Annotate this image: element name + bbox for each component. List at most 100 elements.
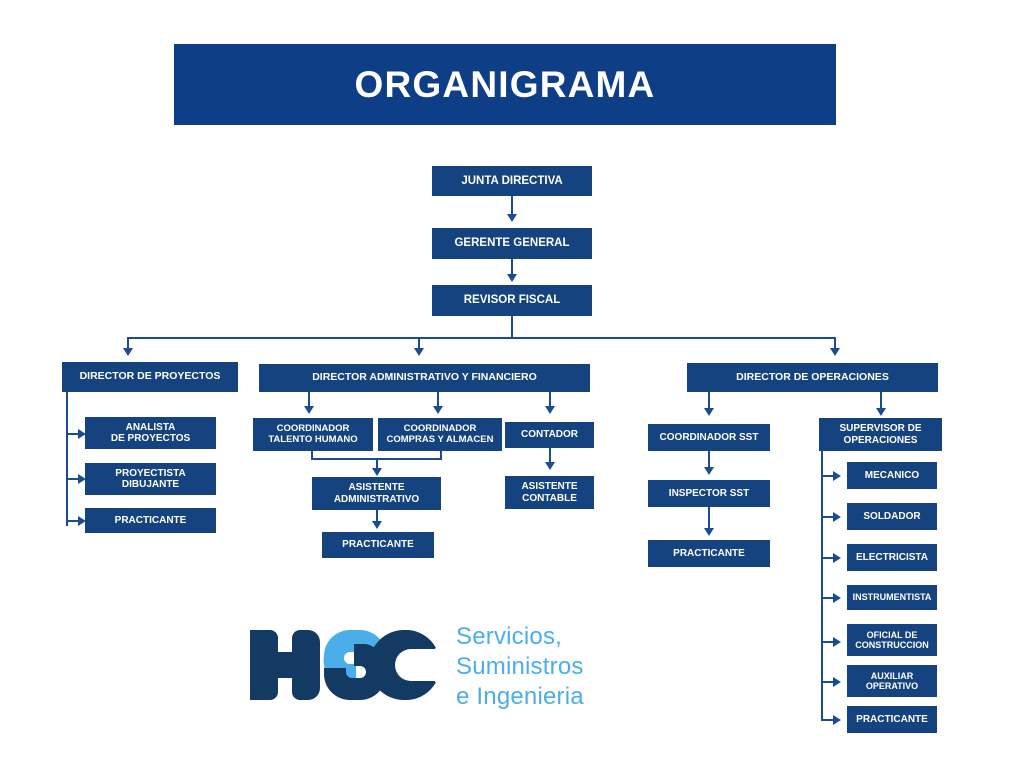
connector-proyectos-spine	[66, 392, 68, 526]
node-label-line2: CONTABLE	[522, 492, 577, 504]
connector-contador-to-asistente	[549, 448, 551, 465]
node-label-line2: DE PROYECTOS	[110, 433, 191, 444]
connector-bus-to-proyectos	[127, 337, 129, 350]
arrowhead-down	[704, 528, 714, 536]
connector-to-analista	[66, 433, 80, 435]
node-practicante-administrativo[interactable]: PRACTICANTE	[322, 532, 434, 558]
node-coordinador-talento-humano[interactable]: COORDINADOR TALENTO HUMANO	[253, 418, 373, 451]
node-label: GERENTE GENERAL	[454, 237, 570, 250]
connector-to-mecanico	[821, 475, 835, 477]
connector-bus-to-admin	[418, 337, 420, 350]
connector-to-electricista	[821, 557, 835, 559]
node-inspector-sst[interactable]: INSPECTOR SST	[648, 480, 770, 507]
node-practicante-sst[interactable]: PRACTICANTE	[648, 540, 770, 567]
node-asistente-contable[interactable]: ASISTENTE CONTABLE	[505, 476, 594, 509]
node-coordinador-compras-almacen[interactable]: COORDINADOR COMPRAS Y ALMACEN	[378, 418, 502, 451]
node-director-administrativo-financiero[interactable]: DIRECTOR ADMINISTRATIVO Y FINANCIERO	[259, 364, 590, 392]
node-auxiliar-operativo[interactable]: AUXILIAR OPERATIVO	[847, 665, 937, 697]
arrowhead-down	[704, 408, 714, 416]
node-label-line1: OFICIAL DE	[866, 629, 918, 640]
connector-supervisor-spine	[821, 451, 823, 721]
node-label-line2: ADMINISTRATIVO	[333, 493, 420, 505]
node-asistente-administrativo[interactable]: ASISTENTE ADMINISTRATIVO	[312, 477, 441, 510]
connector-admin-to-contador	[549, 392, 551, 409]
connector-operaciones-to-supervisor	[880, 392, 882, 411]
node-contador[interactable]: CONTADOR	[505, 422, 594, 448]
arrowhead-right	[833, 637, 841, 647]
arrowhead-down	[372, 521, 382, 529]
connector-revisor-bus	[511, 316, 513, 338]
node-mecanico[interactable]: MECANICO	[847, 462, 937, 489]
node-revisor-fiscal[interactable]: REVISOR FISCAL	[432, 285, 592, 316]
node-label-line2: DIBUJANTE	[121, 479, 180, 490]
node-label-line2: COMPRAS Y ALMACEN	[386, 433, 494, 445]
connector-to-practicante	[66, 520, 80, 522]
node-director-de-operaciones[interactable]: DIRECTOR DE OPERACIONES	[687, 363, 938, 392]
node-label-line1: ASISTENTE	[348, 482, 405, 494]
connector-to-instrumentista	[821, 597, 835, 599]
node-electricista[interactable]: ELECTRICISTA	[847, 544, 937, 571]
arrowhead-down	[507, 274, 517, 282]
node-label-line1: SUPERVISOR DE	[839, 423, 922, 435]
arrowhead-down	[545, 462, 555, 470]
node-practicante-proyectos[interactable]: PRACTICANTE	[85, 508, 216, 533]
logo-tagline: Servicios, Suministros e Ingenieria	[456, 622, 638, 713]
node-label: DIRECTOR ADMINISTRATIVO Y FINANCIERO	[312, 371, 537, 384]
connector-to-soldador	[821, 516, 835, 518]
node-label: INSPECTOR SST	[668, 487, 750, 499]
arrowhead-down	[507, 214, 517, 222]
node-analista-de-proyectos[interactable]: ANALISTA DE PROYECTOS	[85, 417, 216, 449]
node-label-line1: AUXILIAR	[870, 670, 914, 681]
node-label-line2: OPERATIVO	[865, 681, 919, 691]
node-label-line1: ASISTENTE	[521, 481, 578, 493]
connector-asistente-to-practicante	[376, 510, 378, 525]
node-supervisor-de-operaciones[interactable]: SUPERVISOR DE OPERACIONES	[819, 418, 942, 451]
arrowhead-down	[433, 406, 443, 414]
arrowhead-down	[304, 406, 314, 414]
node-gerente-general[interactable]: GERENTE GENERAL	[432, 228, 592, 259]
connector-to-auxiliar	[821, 681, 835, 683]
node-proyectista-dibujante[interactable]: PROYECTISTA DIBUJANTE	[85, 463, 216, 495]
node-label: DIRECTOR DE OPERACIONES	[736, 370, 889, 383]
arrowhead-right	[78, 429, 86, 439]
connector-bus-to-operaciones	[834, 337, 836, 350]
node-practicante-supervisor[interactable]: PRACTICANTE	[847, 706, 937, 733]
node-label: PRACTICANTE	[673, 547, 745, 559]
arrowhead-down	[414, 348, 424, 356]
connector-compras-down	[440, 451, 442, 460]
arrowhead-right	[833, 512, 841, 522]
node-label-line2: OPERACIONES	[843, 434, 918, 446]
node-label: DIRECTOR DE PROYECTOS	[79, 370, 221, 383]
node-label: PRACTICANTE	[342, 539, 414, 551]
arrowhead-right	[833, 593, 841, 603]
connector-to-proyectista	[66, 478, 80, 480]
node-label: PRACTICANTE	[856, 713, 928, 725]
node-instrumentista[interactable]: INSTRUMENTISTA	[847, 585, 937, 610]
node-label-line1: COORDINADOR	[403, 422, 477, 434]
node-label: ELECTRICISTA	[855, 551, 929, 563]
hsc-logo-icon	[248, 622, 441, 708]
connector-inspector-to-practicante	[708, 507, 710, 531]
node-soldador[interactable]: SOLDADOR	[847, 503, 937, 530]
company-logo: Servicios, Suministros e Ingenieria	[248, 618, 638, 728]
connector-admin-to-talento	[308, 392, 310, 409]
node-label: REVISOR FISCAL	[463, 294, 561, 307]
node-director-de-proyectos[interactable]: DIRECTOR DE PROYECTOS	[62, 362, 238, 392]
arrowhead-right	[833, 471, 841, 481]
arrowhead-right	[78, 516, 86, 526]
arrowhead-right	[78, 474, 86, 484]
connector-admin-to-compras	[437, 392, 439, 409]
node-label: SOLDADOR	[863, 510, 921, 522]
node-label: JUNTA DIRECTIVA	[461, 174, 563, 187]
node-coordinador-sst[interactable]: COORDINADOR SST	[648, 424, 770, 451]
arrowhead-down	[704, 467, 714, 475]
arrowhead-down	[545, 406, 555, 414]
node-label: CONTADOR	[520, 429, 579, 441]
node-label: MECANICO	[864, 469, 920, 481]
node-oficial-de-construccion[interactable]: OFICIAL DE CONSTRUCCION	[847, 624, 937, 656]
node-junta-directiva[interactable]: JUNTA DIRECTIVA	[432, 166, 592, 196]
node-label-line1: PROYECTISTA	[115, 467, 186, 479]
connector-to-oficial	[821, 641, 835, 643]
page-title-banner: ORGANIGRAMA	[174, 44, 836, 125]
